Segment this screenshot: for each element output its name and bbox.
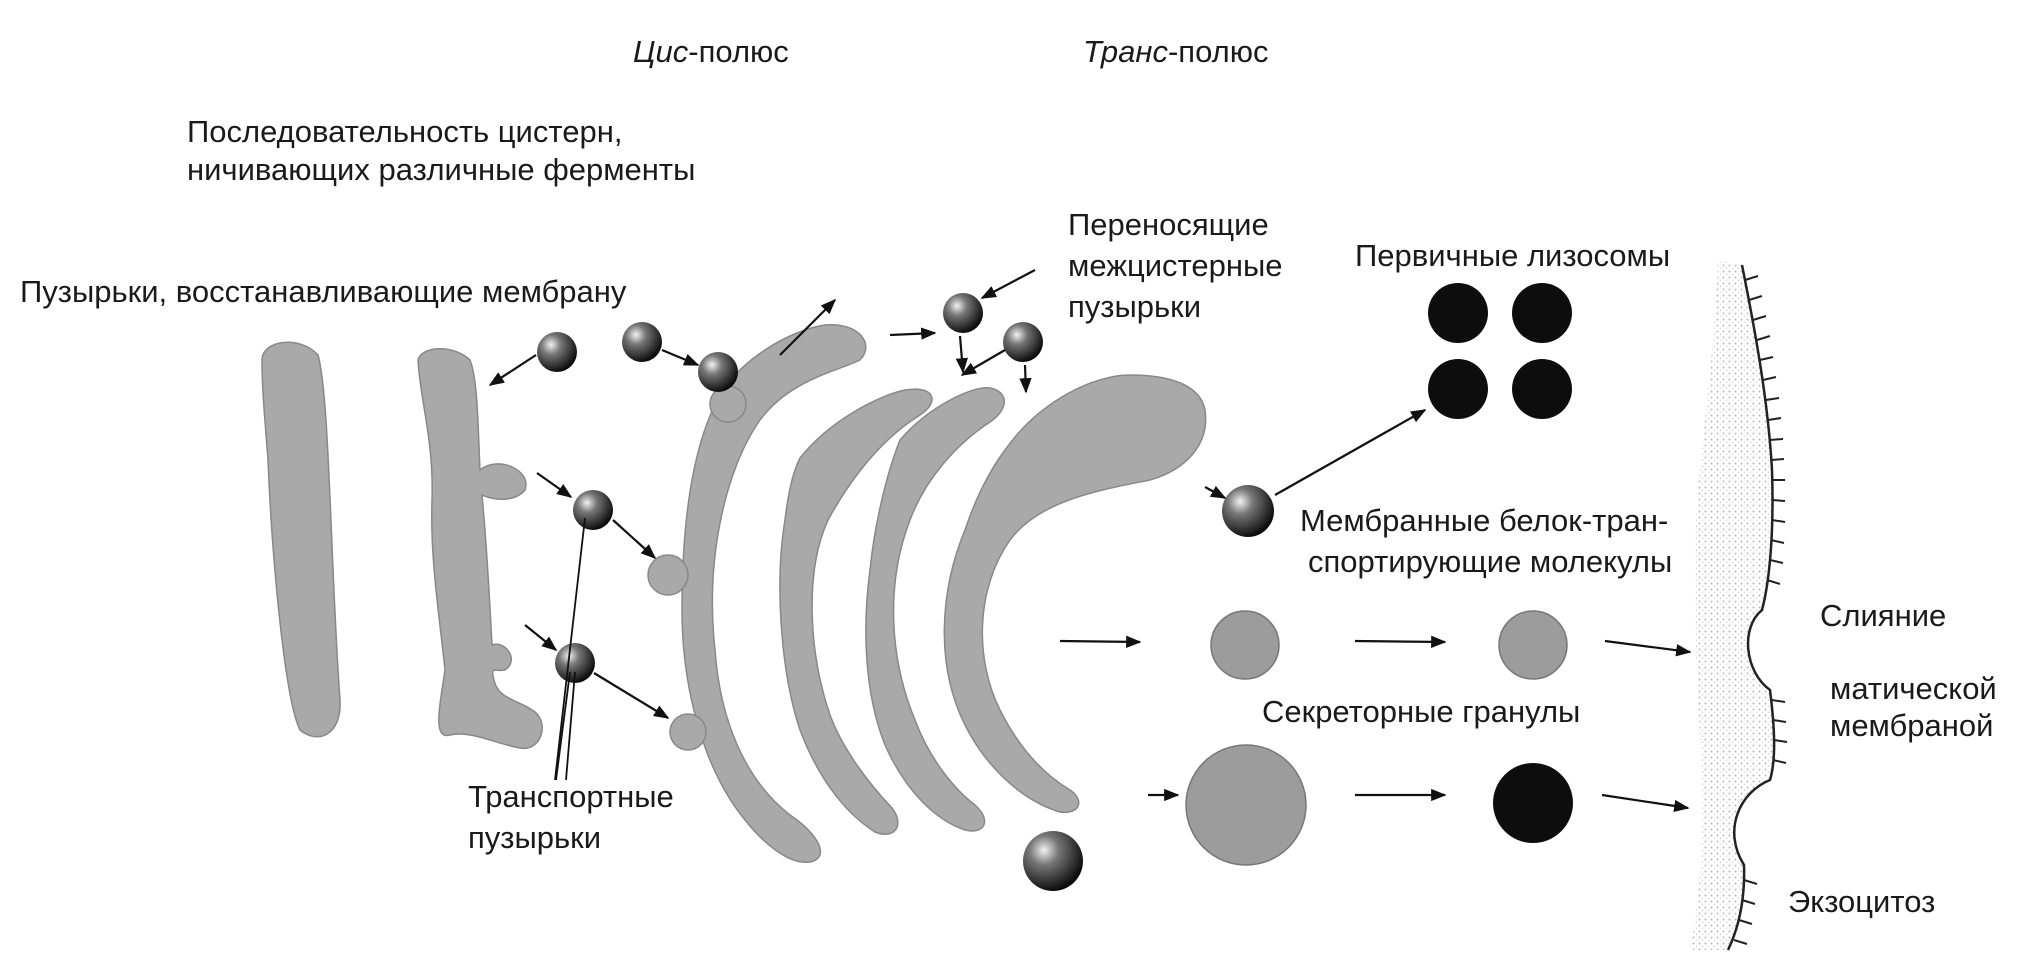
secretory-granule-large	[1185, 744, 1307, 866]
intercisternal-vesicle	[943, 293, 983, 333]
arrows	[488, 269, 1692, 813]
transport-vesicle	[555, 643, 595, 683]
secretory-granule-dark	[1493, 763, 1573, 843]
cis-pole-label: Цис-полюс	[633, 34, 789, 69]
plasma-membrane	[1690, 260, 1788, 951]
plasma-membrane-label-line2: мембраной	[1830, 708, 1994, 743]
recycling-vesicles-label: Пузырьки, восстанавливающие мембрану	[20, 274, 627, 309]
cisterns-label-line1: Последовательность цистерн,	[187, 114, 623, 149]
membrane-hatching	[1733, 275, 1788, 945]
vesicles	[537, 293, 1274, 891]
transport-vesicles-label-line1: Транспортные	[468, 779, 674, 814]
transport-vesicles-label-line2: пузырьки	[468, 820, 602, 855]
intercisternal-label-line2: межцистерные	[1068, 248, 1283, 283]
cisterna-1	[261, 341, 341, 738]
membrane-transport-label-line2: спортирующие молекулы	[1308, 544, 1673, 579]
transport-vesicle	[573, 490, 613, 530]
cisterna-2	[417, 348, 543, 749]
fusion-label: Слияние	[1820, 598, 1947, 633]
cisterna-3	[681, 324, 867, 863]
primary-lysosomes-label: Первичные лизосомы	[1355, 238, 1671, 273]
recycling-vesicle	[622, 322, 662, 362]
cisterna-6	[943, 374, 1207, 814]
membrane-transport-label-line1: Мембранные белок-тран-	[1300, 503, 1669, 538]
membrane-vesicle	[1222, 485, 1274, 537]
lone-vesicle	[1023, 831, 1083, 891]
pointer-lines	[554, 517, 586, 781]
trans-pole-label: Транс-полюс	[1083, 34, 1269, 69]
primary-lysosome	[1428, 359, 1488, 419]
cisterns-label-line2: ничивающих различные ферменты	[187, 152, 696, 187]
plasma-membrane-label-line1: матической	[1830, 671, 1997, 706]
plasma-membrane-line	[1726, 264, 1776, 951]
secretory-granules-label: Секреторные гранулы	[1262, 694, 1581, 729]
secretory-granule	[1498, 610, 1568, 680]
intercisternal-label-line3: пузырьки	[1068, 289, 1202, 324]
primary-lysosome	[1428, 283, 1488, 343]
primary-lysosome	[1512, 359, 1572, 419]
cisterna-5	[865, 386, 1005, 832]
recycling-vesicle	[698, 352, 738, 392]
granules	[1185, 283, 1573, 866]
bud	[669, 713, 707, 751]
recycling-vesicle	[537, 332, 577, 372]
bud	[647, 554, 689, 596]
primary-lysosome	[1512, 283, 1572, 343]
cisterna-4	[779, 388, 933, 835]
golgi-stack	[261, 324, 1207, 863]
secretory-granule	[1210, 610, 1280, 680]
intercisternal-label-line1: Переносящие	[1068, 207, 1269, 242]
intercisternal-vesicle	[1003, 322, 1043, 362]
exocytosis-label: Экзоцитоз	[1788, 884, 1936, 919]
